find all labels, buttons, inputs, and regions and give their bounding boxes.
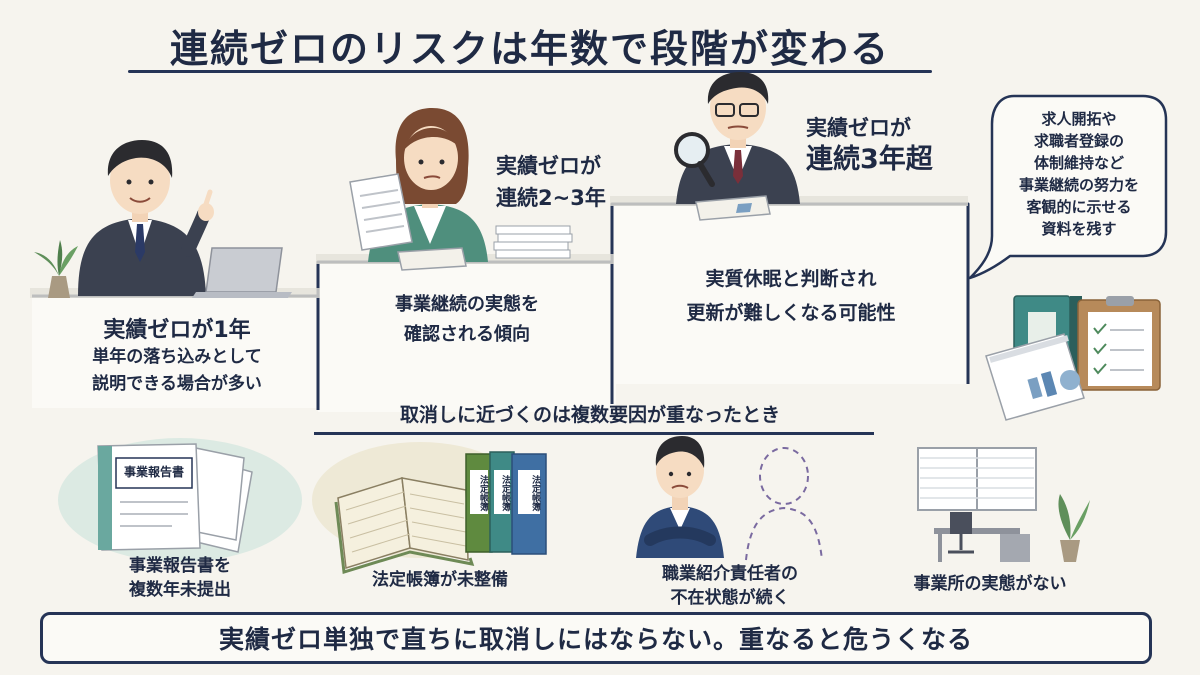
factor-ledger-label: 法定帳簿が未整備: [372, 570, 508, 590]
worried-man-arms-crossed-icon: [636, 436, 724, 558]
conclusion-text: 実績ゼロ単独で直ちに取消しにはならない。重なると危うくなる: [218, 625, 973, 654]
staircase-steps: [30, 196, 970, 412]
level-2-description: 事業継続の実態を 確認される傾向: [395, 294, 539, 345]
factor-manager-label: 職業紹介責任者の 不在状態が続く: [662, 564, 798, 608]
empty-office-icon: [917, 447, 1090, 562]
businessman-explaining-icon: [78, 140, 214, 296]
level-3-label: 実績ゼロが 連続3年超: [806, 116, 933, 175]
page-title: 連続ゼロのリスクは年数で段階が変わる: [169, 27, 890, 71]
binder-label-1: 法定帳簿: [478, 475, 488, 511]
level-1-description: 単年の落ち込みとして 説明できる場合が多い: [92, 347, 262, 394]
report-cover-title: 事業報告書: [123, 465, 184, 479]
report-document-icon: [985, 333, 1085, 421]
title-underline: [128, 70, 932, 73]
binder-label-3: 法定帳簿: [530, 475, 540, 511]
conclusion-box: 実績ゼロ単独で直ちに取消しにはならない。重なると危うくなる: [40, 612, 1152, 664]
business-report-papers-icon: [58, 438, 302, 562]
man-inspecting-magnifier-icon: [674, 72, 800, 221]
advice-bubble-text: 求人開拓や 求職者登録の 体制維持など 事業継続の努力を 客観的に示せる 資料を…: [1018, 110, 1139, 238]
factors-heading: 取消しに近づくのは複数要因が重なったとき: [399, 404, 780, 426]
speech-bubble: [968, 94, 1168, 280]
binder-label-2: 法定帳簿: [500, 475, 510, 511]
woman-reading-document-icon: [349, 108, 488, 271]
absent-person-outline-icon: [745, 447, 823, 561]
paper-stack-icon: [493, 225, 573, 259]
factor-office-label: 事業所の実態がない: [913, 574, 1067, 594]
laptop-icon: [192, 247, 292, 298]
level-3-description: 実質休眠と判断され 更新が難しくなる可能性: [686, 268, 896, 324]
legal-ledger-binders-icon: [465, 451, 547, 555]
factor-report-label: 事業報告書を 複数年未提出: [129, 556, 231, 600]
factors-heading-underline: [314, 432, 874, 435]
level-2-label: 実績ゼロが 連続2~3年: [496, 154, 606, 210]
potted-plant-icon: [34, 240, 78, 298]
level-1-title: 実績ゼロが1年: [103, 318, 251, 343]
